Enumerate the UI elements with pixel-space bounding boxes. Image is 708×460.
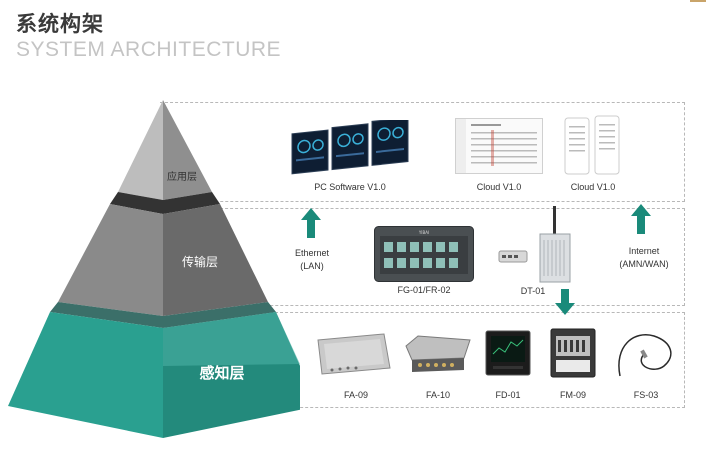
internet-label-line2: (AMN/WAN): [619, 259, 669, 269]
fm09-caption: FM-09: [559, 390, 586, 400]
pyramid-band-lower: [50, 302, 276, 328]
pc-software-screens-image: [291, 120, 409, 175]
pyramid: 应用层 传输层 感知层: [8, 100, 300, 438]
perception-zone: [270, 312, 685, 408]
pyramid-bottom-left-face: [8, 312, 163, 438]
pyramid-bottom-highlight: [163, 312, 300, 366]
fa10-device-image: [405, 335, 471, 372]
fd01-device-image: [485, 330, 531, 376]
layer-label-application: 应用层: [167, 170, 197, 183]
pyramid-middle-right-face: [163, 204, 268, 316]
arrow-up-left-icon: [301, 208, 321, 238]
fs03-sensor-image: [618, 334, 672, 377]
internet-label-line1: Internet: [628, 246, 660, 256]
ethernet-label-line2: (LAN): [300, 261, 324, 271]
dtu-caption: DT-01: [520, 286, 546, 296]
corner-accent-line: [690, 0, 706, 2]
transport-zone: [210, 208, 685, 306]
ethernet-label: Ethernet (LAN): [282, 247, 342, 273]
cloud-mobile-screens-image: [564, 115, 620, 175]
layer-label-perception: 感知层: [199, 364, 244, 382]
router-device-image: [498, 250, 528, 263]
fs03-caption: FS-03: [633, 390, 659, 400]
pyramid-top-right-face: [163, 100, 212, 200]
cloud-web-caption: Cloud V1.0: [476, 182, 522, 192]
fa09-caption: FA-09: [343, 390, 368, 400]
fd01-caption: FD-01: [495, 390, 521, 400]
gateway-device-image: YIBAI: [374, 226, 474, 282]
application-zone: [160, 102, 685, 202]
gateway-caption: FG-01/FR-02: [397, 285, 451, 295]
title-chinese: 系统构架: [16, 12, 104, 36]
dtu-device-image: [539, 206, 571, 283]
ethernet-label-line1: Ethernet: [294, 248, 330, 258]
layer-label-transport: 传输层: [182, 254, 218, 269]
fm09-device-image: [550, 328, 596, 378]
cloud-mobile-caption: Cloud V1.0: [570, 182, 616, 192]
pyramid-band-upper: [110, 192, 220, 214]
gateway-brand-text: YIBAI: [418, 230, 429, 235]
fa09-device-image: [317, 333, 391, 375]
pyramid-top-left-face: [118, 100, 163, 200]
pc-software-caption: PC Software V1.0: [314, 182, 386, 192]
title-english: SYSTEM ARCHITECTURE: [16, 38, 282, 61]
pyramid-middle-left-face: [58, 204, 163, 316]
arrow-down-icon: [555, 289, 575, 315]
cloud-web-screen-image: [455, 118, 543, 174]
internet-label: Internet (AMN/WAN): [606, 245, 682, 271]
arrow-up-right-icon: [631, 204, 651, 234]
fa10-caption: FA-10: [425, 390, 450, 400]
